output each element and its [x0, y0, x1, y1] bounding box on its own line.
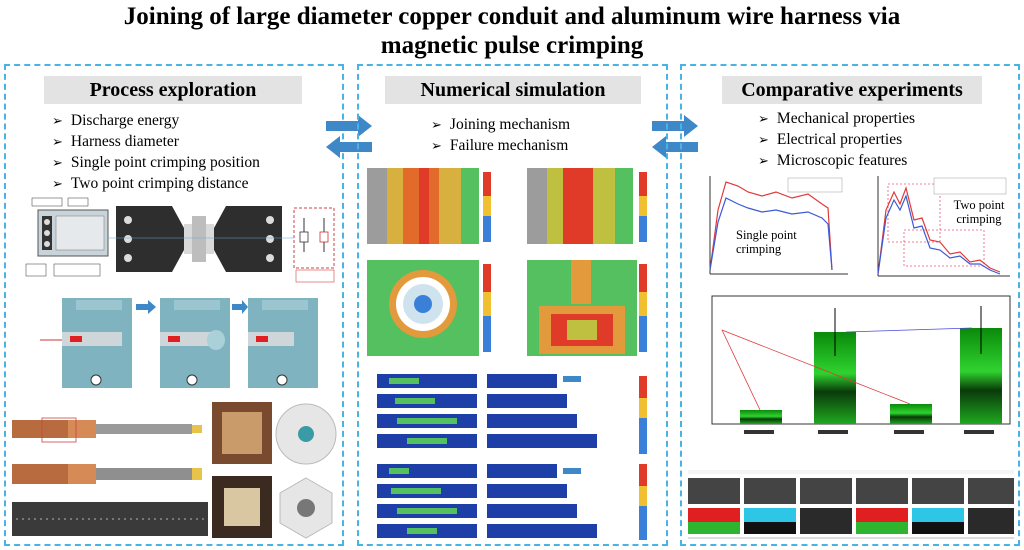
joint-photographs — [12, 402, 337, 539]
bullet-item: Harness diameter — [52, 131, 260, 152]
simulation-contour-plots — [367, 168, 647, 356]
bullet-item: Discharge energy — [52, 110, 260, 131]
bullet-item: Single point crimping position — [52, 152, 260, 173]
single-point-force-curve — [709, 176, 848, 275]
main-title: Joining of large diameter copper conduit… — [0, 2, 1024, 60]
bullet-item: Microscopic features — [758, 150, 915, 171]
two-point-crimping-label: Two point crimping — [953, 198, 1005, 226]
arrow-left-icon — [326, 136, 372, 158]
comparative-experiments-panel: Comparative experiments Mechanical prope… — [680, 64, 1020, 546]
bullet-item: Joining mechanism — [431, 114, 570, 135]
arrow-left-icon — [652, 136, 698, 158]
comparative-experiments-title: Comparative experiments — [722, 76, 982, 104]
process-exploration-title: Process exploration — [44, 76, 302, 104]
bullet-item: Two point crimping distance — [52, 173, 260, 194]
resistance-bar-chart — [711, 295, 1011, 434]
bullet-item: Electrical properties — [758, 129, 915, 150]
bullet-item: Failure mechanism — [431, 135, 570, 156]
simulation-bullet-list: Joining mechanism Failure mechanism — [431, 114, 570, 156]
arrow-right-icon — [652, 115, 698, 137]
experiments-bullet-list: Mechanical properties Electrical propert… — [758, 108, 915, 171]
crimping-setup-schematic — [12, 194, 338, 286]
two-point-force-curve — [877, 176, 1010, 277]
numerical-simulation-panel: Numerical simulation Joining mechanism F… — [357, 64, 668, 546]
single-point-crimping-label: Single point crimping — [736, 228, 797, 256]
failure-simulation-sequences — [377, 374, 647, 540]
process-bullet-list: Discharge energy Harness diameter Single… — [52, 110, 260, 194]
bullet-item: Mechanical properties — [758, 108, 915, 129]
process-exploration-panel: Process exploration Discharge energy Har… — [4, 64, 344, 546]
title-line-2: magnetic pulse crimping — [380, 32, 644, 59]
arrow-right-icon — [326, 115, 372, 137]
crimping-stages-figure — [20, 298, 318, 388]
title-line-1: Joining of large diameter copper conduit… — [123, 3, 901, 30]
numerical-simulation-title: Numerical simulation — [385, 76, 641, 104]
microscopy-images — [688, 464, 1014, 539]
